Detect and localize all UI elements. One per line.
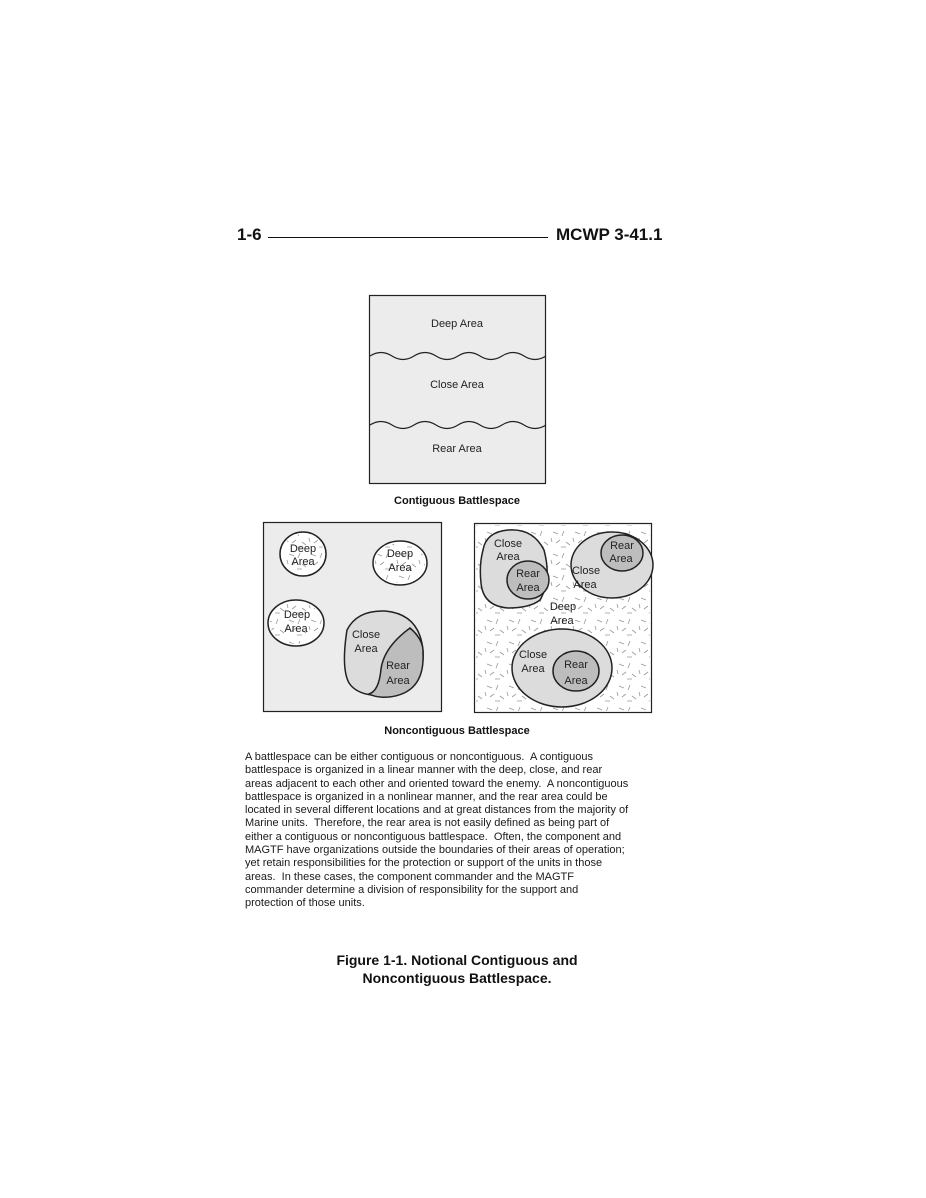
figure-description: A battlespace can be either contiguous o… (245, 751, 628, 911)
blob-label: Rear (564, 659, 588, 671)
blob-label: Rear (516, 568, 540, 580)
blob-label: Area (386, 675, 410, 687)
blob-label: Area (573, 579, 597, 591)
blob-label: Area (496, 551, 520, 563)
rear-area-blob (552, 650, 600, 692)
blob-label: Close (352, 629, 380, 641)
rear-area-blob (506, 560, 550, 600)
blob-label: Close (572, 565, 600, 577)
deep-area-label: Area (550, 615, 574, 627)
boundary-line (369, 351, 547, 361)
close-area-label: Close Area (430, 379, 485, 391)
boundary-line (369, 420, 547, 430)
figure-caption: Figure 1-1. Notional Contiguous and Nonc… (257, 951, 657, 987)
blob-label: Rear (386, 660, 410, 672)
text-line: areas. In these cases, the component com… (245, 870, 574, 883)
rear-area-label: Rear Area (432, 443, 482, 455)
text-line: Marine units. Therefore, the rear area i… (245, 817, 610, 830)
text-line: commander determine a division of respon… (245, 883, 579, 896)
blob-label: Area (388, 562, 412, 574)
rear-area-blob (366, 627, 424, 698)
blob-label: Close (494, 538, 522, 550)
blob-label: Close (519, 649, 547, 661)
blob-label: Area (284, 623, 308, 635)
page-number: 1-6 (237, 225, 262, 244)
text-line: either a contiguous or noncontiguous bat… (245, 830, 622, 843)
contiguous-diagram: Deep Area Close Area Rear Area Contiguou… (368, 294, 547, 507)
contiguous-caption: Contiguous Battlespace (394, 495, 520, 507)
blob-label: Deep (290, 543, 316, 555)
text-line: battlespace is organized in a nonlinear … (245, 790, 608, 803)
text-line: located in several different locations a… (245, 804, 629, 817)
text-line: protection of those units. (245, 897, 365, 910)
deep-area-label: Deep (550, 601, 576, 613)
deep-area-label: Deep Area (431, 318, 484, 330)
blob-label: Area (516, 582, 540, 594)
blob-label: Area (564, 675, 588, 687)
blob-label: Area (609, 553, 633, 565)
text-line: battlespace is organized in a linear man… (245, 764, 603, 777)
text-line: yet retain responsibilities for the prot… (245, 857, 603, 870)
publication-id: MCWP 3-41.1 (556, 225, 663, 244)
text-line: areas adjacent to each other and oriente… (245, 777, 629, 790)
rear-area-blob (600, 534, 644, 572)
blob-label: Deep (387, 548, 413, 560)
blob-label: Rear (610, 540, 634, 552)
blob-label: Deep (284, 609, 310, 621)
text-line: MAGTF have organizations outside the bou… (245, 844, 625, 857)
text-line: A battlespace can be either contiguous o… (245, 751, 593, 763)
header-rule (268, 237, 548, 238)
blob-label: Area (521, 663, 545, 675)
figure-caption-line: Noncontiguous Battlespace. (362, 970, 552, 986)
blob-label: Area (291, 556, 315, 568)
noncontiguous-right-diagram: Close Area Rear Area Rear Area Close Are… (473, 522, 654, 714)
figure-caption-line: Figure 1-1. Notional Contiguous and (336, 952, 578, 968)
noncontiguous-left-diagram: Deep Area Deep Area Deep Area Close Area… (262, 521, 443, 713)
blob-label: Area (354, 643, 378, 655)
noncontiguous-caption: Noncontiguous Battlespace (384, 725, 529, 737)
contiguous-box (368, 294, 547, 485)
